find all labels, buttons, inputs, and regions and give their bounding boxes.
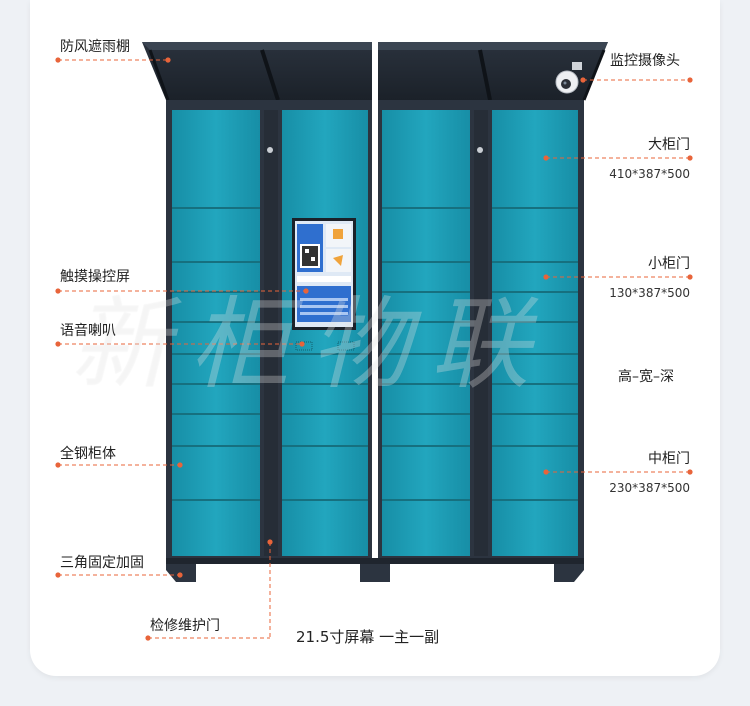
cabinet-base	[166, 558, 584, 582]
camera-icon	[555, 62, 582, 94]
label-canopy: 防风遮雨棚	[60, 39, 130, 55]
screen-caption: 21.5寸屏幕 一主一副	[296, 628, 440, 646]
speaker-grille	[295, 341, 355, 351]
leader-dots	[55, 57, 693, 641]
leader-lines	[58, 59, 690, 639]
dim-small: 130*387*500	[609, 286, 690, 300]
label-speaker: 语音喇叭	[60, 323, 116, 339]
label-triangle-fix: 三角固定加固	[60, 555, 144, 571]
right-cabinet	[378, 100, 584, 560]
label-small-door: 小柜门	[648, 256, 690, 272]
touch-screen	[292, 218, 356, 330]
label-touchscreen: 触摸操控屏	[60, 269, 130, 285]
label-steel-body: 全钢柜体	[60, 446, 116, 462]
label-large-door: 大柜门	[648, 137, 690, 153]
dim-medium: 230*387*500	[609, 481, 690, 495]
dim-large: 410*387*500	[609, 167, 690, 181]
label-dims-order: 高–宽–深	[618, 369, 674, 385]
label-medium-door: 中柜门	[648, 451, 690, 467]
label-camera: 监控摄像头	[610, 53, 680, 69]
canopy-roof	[142, 42, 608, 101]
door-dividers	[172, 207, 578, 501]
label-service-door: 检修维护门	[150, 618, 220, 634]
